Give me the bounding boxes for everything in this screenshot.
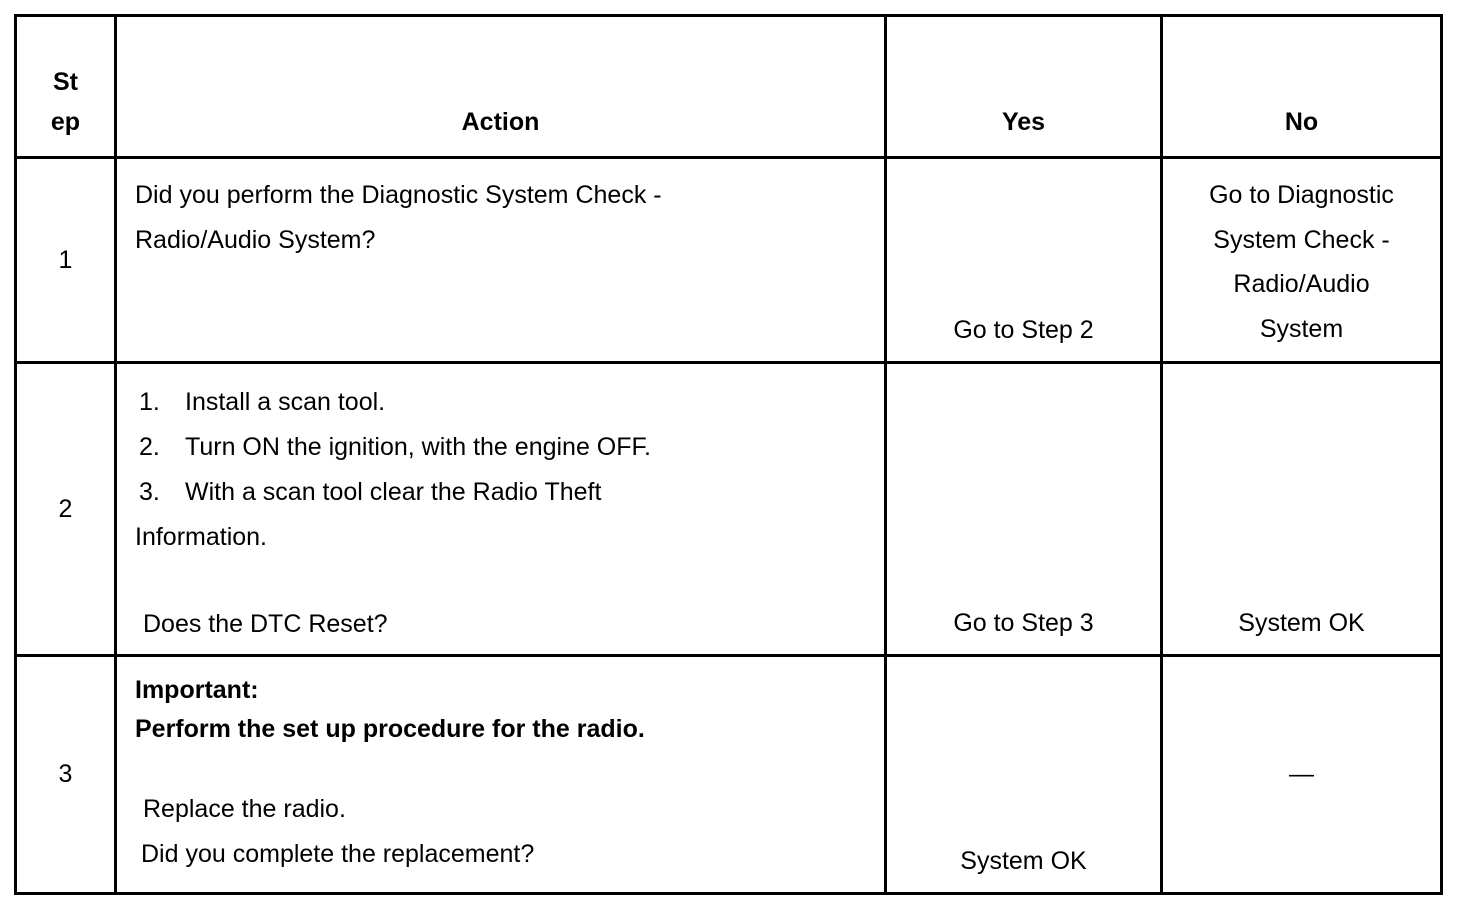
list-number: 3. (139, 478, 160, 506)
header-no: No (1160, 14, 1443, 159)
table-row: 1 Did you perform the Diagnostic System … (14, 156, 1443, 364)
step-number: 1 (14, 156, 117, 364)
list-item: 1. Install a scan tool. (135, 380, 884, 425)
diagnostic-table: St ep Action Yes No 1 Did you perform th… (14, 14, 1443, 895)
list-number: 2. (139, 433, 160, 461)
list-item: 2. Turn ON the ignition, with the engine … (135, 425, 884, 470)
question-text: Does the DTC Reset? (143, 610, 388, 638)
table-header-row: St ep Action Yes No (14, 14, 1443, 159)
list-text: Turn ON the ignition, with the engine OF… (185, 433, 651, 461)
action-cell: Important: Perform the set up procedure … (114, 654, 887, 895)
list-wrap-text: Information. (135, 523, 268, 551)
header-step-line2: ep (50, 108, 81, 136)
header-yes: Yes (884, 14, 1163, 159)
spacer (135, 749, 884, 787)
action-cell: 1. Install a scan tool. 2. Turn ON the ign… (114, 361, 887, 657)
yes-cell: System OK (884, 654, 1163, 895)
no-line: Radio/Audio (1233, 270, 1370, 298)
action-line: Did you complete the replacement? (141, 840, 535, 868)
step-number: 2 (14, 361, 117, 657)
list-text: With a scan tool clear the Radio Theft (185, 478, 602, 506)
header-step-line1: St (53, 68, 78, 96)
table-row: 2 1. Install a scan tool. 2. Turn ON the i… (14, 361, 1443, 657)
step-number: 3 (14, 654, 117, 895)
yes-cell: Go to Step 3 (884, 361, 1163, 657)
table-row: 3 Important: Perform the set up procedur… (14, 654, 1443, 895)
no-cell: System OK (1160, 361, 1443, 657)
header-action: Action (114, 14, 887, 159)
important-text: Perform the set up procedure for the rad… (135, 715, 645, 743)
yes-cell: Go to Step 2 (884, 156, 1163, 364)
action-line: Did you perform the Diagnostic System Ch… (135, 181, 662, 209)
action-line: Replace the radio. (143, 795, 346, 823)
header-step: St ep (14, 14, 117, 159)
list-text: Install a scan tool. (185, 388, 386, 416)
action-line: Radio/Audio System? (135, 226, 376, 254)
no-cell: Go to Diagnostic System Check - Radio/Au… (1160, 156, 1443, 364)
no-line: System (1259, 314, 1344, 343)
action-cell: Did you perform the Diagnostic System Ch… (114, 156, 887, 364)
list-item: 3. With a scan tool clear the Radio Theft (135, 470, 884, 515)
no-line: System Check - (1213, 225, 1390, 254)
no-line: Go to Diagnostic (1209, 181, 1394, 209)
spacer (135, 560, 884, 602)
list-number: 1. (139, 388, 160, 416)
no-cell: — (1160, 654, 1443, 895)
important-label: Important: (135, 676, 259, 704)
